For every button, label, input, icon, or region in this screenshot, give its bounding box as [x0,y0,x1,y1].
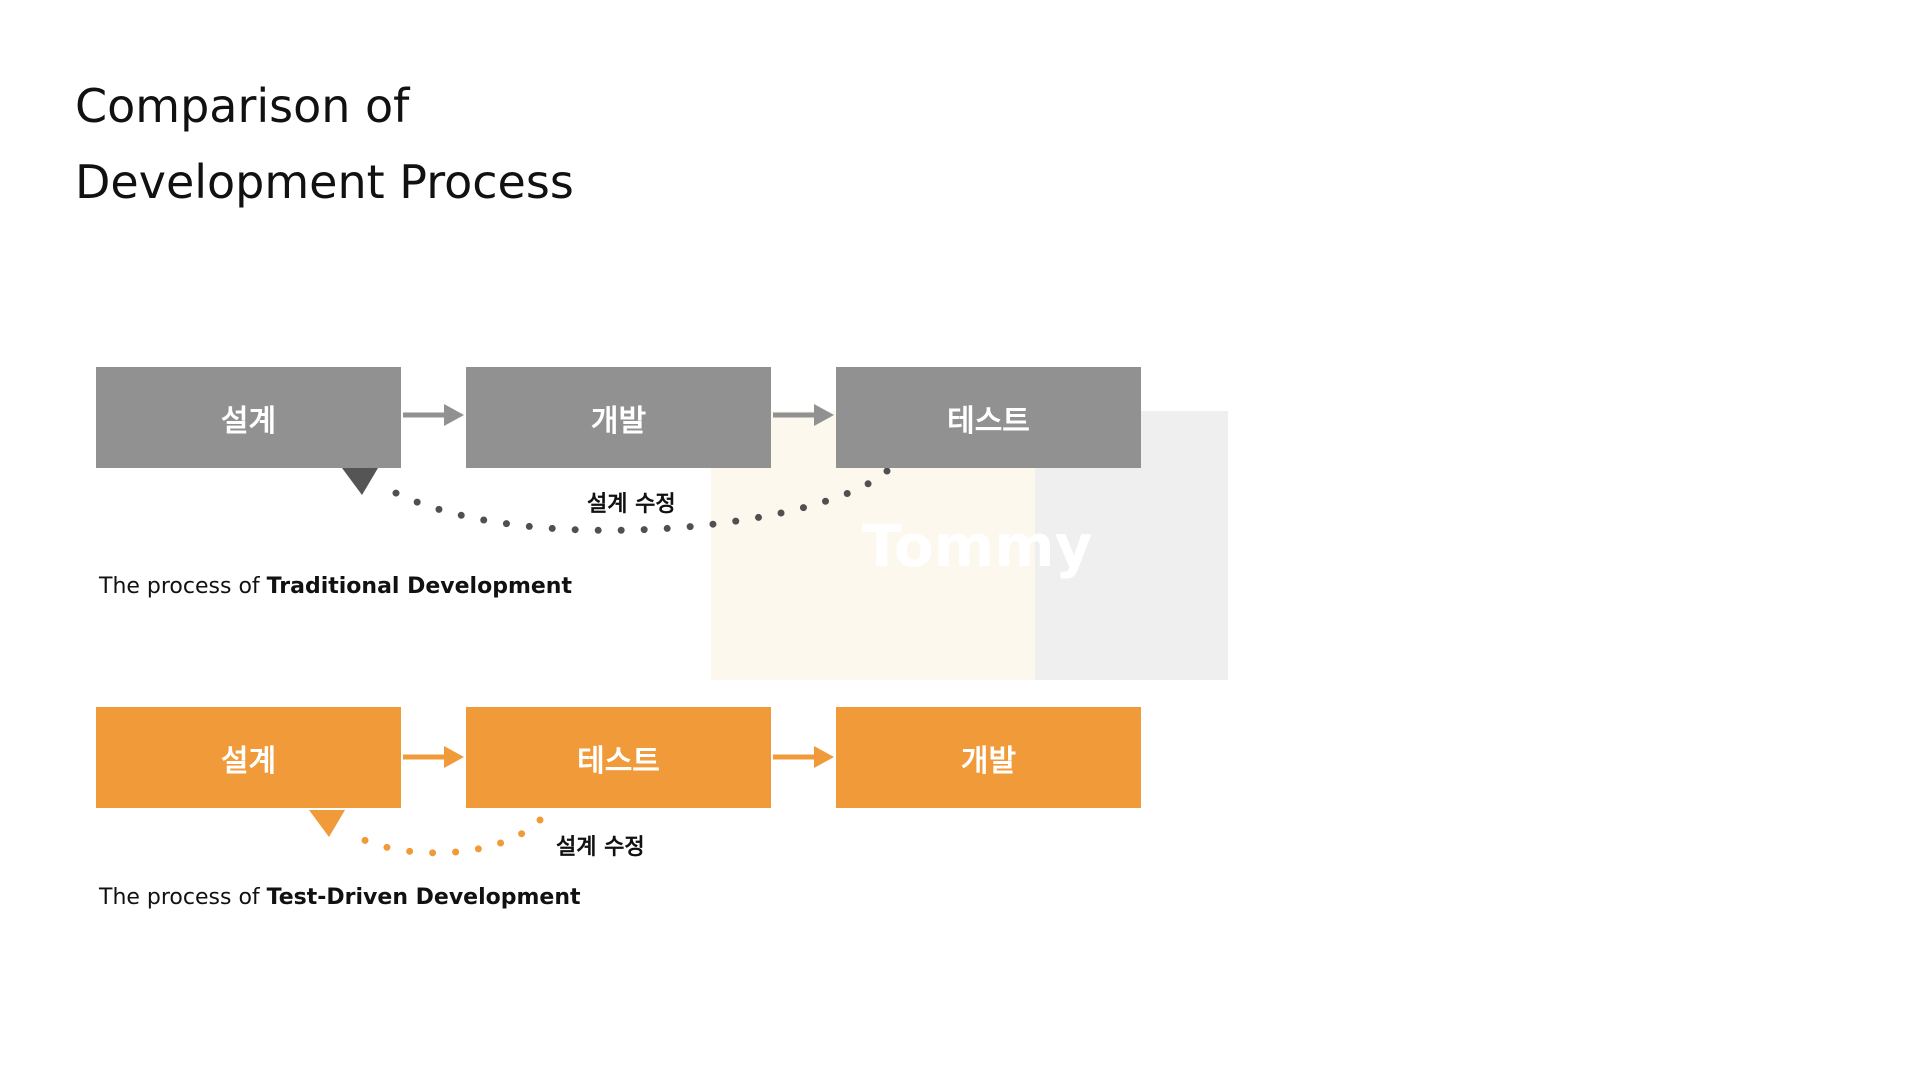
tdd-arrow-2-head [814,746,834,768]
tdd-arrow-1-head [444,746,464,768]
tdd-step-design: 설계 [96,707,401,808]
title-line-1: Comparison of [75,79,410,133]
tdd-caption: The process of Test-Driven Development [99,885,581,910]
trad-caption-emphasis: Traditional Development [266,574,572,599]
trad-feedback-loop [384,467,891,534]
trad-feedback-arrowhead [342,468,378,495]
tdd-loop-label: 설계 수정 [556,835,645,860]
tdd-caption-emphasis: Test-Driven Development [266,885,581,910]
watermark-text: Tommy [862,512,1093,580]
trad-caption-prefix: The process of [99,574,267,599]
trad-arrow-2-head [814,404,834,426]
tdd-feedback-loop [348,816,544,857]
tdd-step-develop: 개발 [836,707,1141,808]
title-line-2: Development Process [75,155,574,209]
page-title: Comparison of Development Process [75,68,574,220]
trad-step-design: 설계 [96,367,401,468]
tdd-step-test: 테스트 [466,707,771,808]
trad-arrow-1-head [444,404,464,426]
trad-loop-label: 설계 수정 [587,492,676,517]
trad-step-test: 테스트 [836,367,1141,468]
trad-caption: The process of Traditional Development [99,574,572,599]
tdd-feedback-arrowhead [309,810,345,837]
trad-step-develop: 개발 [466,367,771,468]
tdd-caption-prefix: The process of [99,885,267,910]
